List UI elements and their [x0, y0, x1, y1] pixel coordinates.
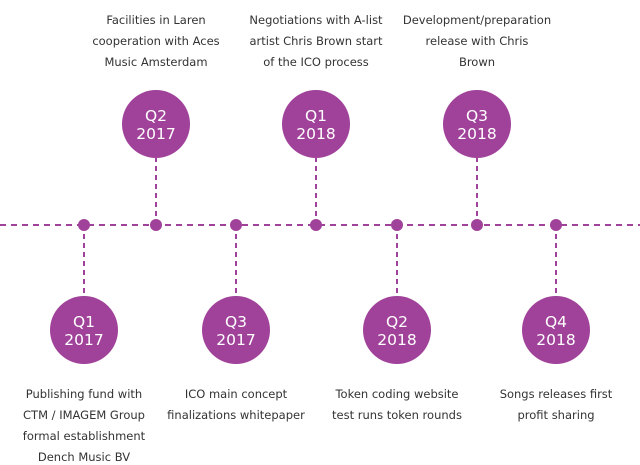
description-line: cooperation with Aces [92, 34, 220, 48]
milestone-quarter: Q3 [466, 107, 488, 125]
milestone-description: Facilities in Laren cooperation with Aces… [81, 10, 231, 73]
milestone-year: 2017 [64, 331, 103, 349]
milestone-circle [50, 296, 118, 364]
milestone-circle [522, 296, 590, 364]
milestone-quarter: Q3 [225, 313, 247, 331]
description-line: Songs releases first [499, 387, 613, 401]
description-line: Facilities in Laren [106, 13, 206, 27]
axis-dot [550, 219, 562, 231]
description-line: Music Amsterdam [104, 55, 208, 69]
description-line: Development/preparation [402, 13, 552, 27]
axis-dot [310, 219, 322, 231]
description-line: CTM / IMAGEM Group [23, 408, 145, 422]
description-line: Token coding website [335, 387, 459, 401]
description-line: Dench Music BV [37, 450, 131, 464]
axis-dot [150, 219, 162, 231]
milestone-year: 2018 [457, 125, 496, 143]
description-line: artist Chris Brown start [249, 34, 383, 48]
axis-dot [471, 219, 483, 231]
milestone-quarter: Q1 [305, 107, 327, 125]
milestone-quarter: Q1 [73, 313, 95, 331]
description-line: of the ICO process [263, 55, 369, 69]
description-line: formal establishment [22, 429, 146, 443]
milestone-circle [363, 296, 431, 364]
milestone-quarter: Q2 [386, 313, 408, 331]
milestone-year: 2018 [536, 331, 575, 349]
axis-dot-group [78, 219, 562, 231]
description-line: Negotiations with A-list [249, 13, 383, 27]
axis-dot [230, 219, 242, 231]
axis-dot [78, 219, 90, 231]
milestone-year: 2017 [216, 331, 255, 349]
milestone-circle [443, 90, 511, 158]
milestone-description: Negotiations with A-list artist Chris Bro… [241, 10, 391, 73]
milestone-year: 2018 [296, 125, 335, 143]
milestone-description: Token coding website test runs token roun… [322, 384, 472, 426]
milestone-circle [122, 90, 190, 158]
milestone-circle [202, 296, 270, 364]
description-line: test runs token rounds [332, 408, 462, 422]
milestone-description: Development/preparation release with Chri… [402, 10, 552, 73]
connector-group [83, 158, 557, 296]
milestone-description: Songs releases first profit sharing [481, 384, 631, 426]
milestone-quarter: Q4 [545, 313, 567, 331]
axis-dot [391, 219, 403, 231]
description-line: Publishing fund with [25, 387, 143, 401]
milestone-year: 2018 [377, 331, 416, 349]
milestone-year: 2017 [136, 125, 175, 143]
description-line: finalizations whitepaper [167, 408, 305, 422]
description-line: Brown [458, 55, 496, 69]
milestone-quarter: Q2 [145, 107, 167, 125]
milestone-circle [282, 90, 350, 158]
milestone-description: ICO main concept finalizations whitepaper [161, 384, 311, 426]
milestone-circle-group: Q12017Q22017Q32017Q12018Q22018Q32018Q420… [50, 90, 590, 364]
description-line: ICO main concept [184, 387, 288, 401]
description-line: profit sharing [517, 408, 595, 422]
description-line: release with Chris [425, 34, 529, 48]
